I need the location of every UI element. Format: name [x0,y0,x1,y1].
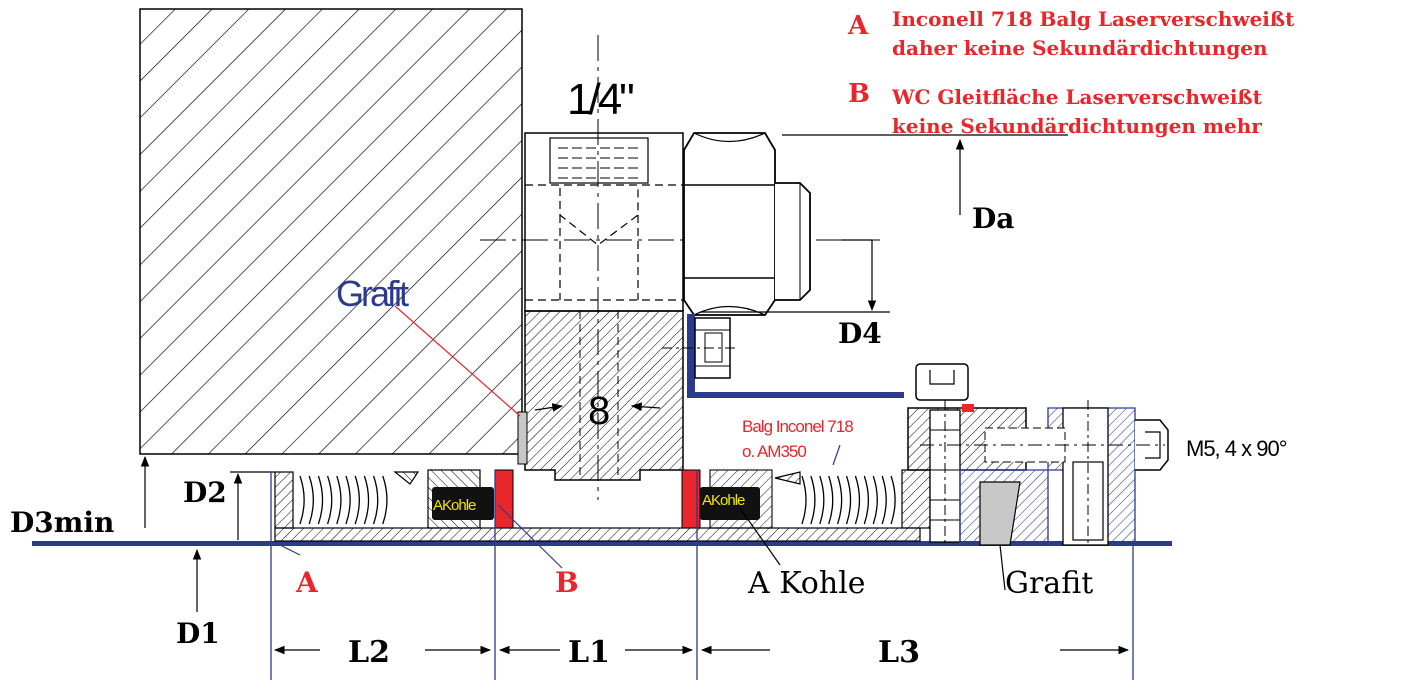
a-kohle-label: A Kohle [747,566,866,601]
grafit-label-bottom: Grafit [1005,566,1093,601]
l-extension-lines [270,470,1134,680]
note-a-line2: daher keine Sekundärdichtungen [892,36,1268,60]
balg-label-line2: o. AM350 [742,442,806,461]
akohle-right-label: AKohle [702,492,745,509]
shaft-sleeve [274,527,921,542]
akohle-left-label: AKohle [433,497,476,514]
grafit-pad-top [394,305,528,465]
dimension-lines [140,134,1068,612]
d4-label: D4 [838,317,882,350]
l1-label: L1 [568,635,610,670]
grafit-label-top: Grafit [336,273,409,314]
drive-collar [907,363,1169,546]
marker-a: A [295,566,319,599]
housing-block [139,8,523,455]
l2-label: L2 [348,635,390,670]
d2-label: D2 [183,476,227,509]
shaft-line [32,541,1172,546]
balg-label-line1: Balg Inconel 718 [742,417,853,436]
note-b-letter: B [848,79,870,109]
left-seal-unit [274,469,514,529]
gland-plate [662,314,904,398]
d3min-label: D3min [10,506,114,539]
right-seal-unit [681,469,931,529]
bore-size-label: 8 [588,389,610,433]
note-a-letter: A [847,11,869,41]
gland-port-body [480,35,880,500]
screw-spec-label: M5, 4 x 90° [1186,436,1287,461]
pipe-size-label: 1/4" [567,75,633,124]
l3-label: L3 [878,635,920,670]
note-a-line1: Inconell 718 Balg Laserverschweißt [892,7,1295,31]
note-b-line1: WC Gleitfläche Laserverschweißt [891,85,1263,109]
d1-label: D1 [176,617,220,650]
da-label: Da [972,202,1014,235]
marker-b: B [555,566,579,599]
note-b-line2: keine Sekundärdichtungen mehr [892,114,1262,138]
leader-lines [279,444,1006,591]
hex-fitting [683,132,811,316]
